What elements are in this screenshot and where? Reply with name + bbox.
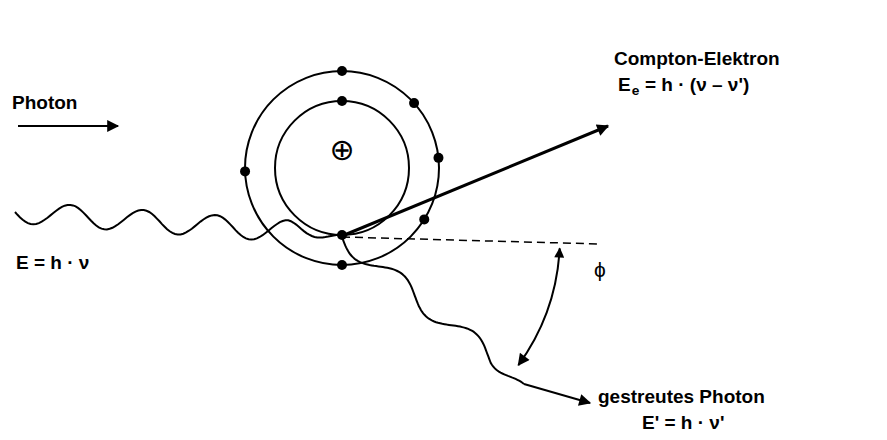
electron-dot bbox=[337, 66, 347, 76]
inner-shell bbox=[275, 101, 409, 235]
photon-energy: E = h · ν bbox=[16, 252, 89, 273]
electron-label-holder: Compton-Elektron bbox=[614, 48, 780, 70]
electron-dot bbox=[433, 153, 443, 163]
scattered-photon-energy-holder: E' = h · ν' bbox=[642, 412, 724, 434]
subscript: e bbox=[632, 83, 640, 98]
electron-energy: E bbox=[618, 74, 631, 95]
electron-dot bbox=[337, 96, 347, 106]
scattered-photon-energy: E' = h · ν' bbox=[642, 412, 724, 433]
electron-dot bbox=[240, 166, 250, 176]
electron-track bbox=[342, 126, 608, 236]
angle-symbol: ϕ bbox=[594, 258, 606, 281]
scattered-photon-arrow bbox=[524, 384, 590, 403]
scattered-photon-label-holder: gestreutes Photon bbox=[598, 386, 765, 408]
photon-energy-holder: E = h · ν bbox=[16, 252, 89, 274]
angle-symbol-holder: ϕ bbox=[594, 258, 606, 282]
electron-dot bbox=[419, 214, 429, 224]
electron-label: Compton-Elektron bbox=[614, 48, 780, 69]
original-direction bbox=[342, 237, 600, 244]
scattered-photon-wave bbox=[342, 237, 524, 384]
electron-dot bbox=[337, 260, 347, 270]
electron-energy-holder: Ee = h · (ν – ν') bbox=[618, 74, 749, 99]
electron-energy: = h · (ν – ν') bbox=[645, 74, 749, 95]
photon-label: Photon bbox=[12, 92, 77, 113]
scattered-photon-label: gestreutes Photon bbox=[598, 386, 765, 407]
nucleus-symbol: ⊕ bbox=[329, 132, 354, 167]
electron-dot bbox=[409, 98, 419, 108]
angle-arc bbox=[518, 248, 559, 365]
nucleus-symbol-holder: ⊕ bbox=[329, 135, 354, 165]
incoming-photon-wave bbox=[15, 205, 342, 240]
photon-label-holder: Photon bbox=[12, 92, 77, 114]
photon-direction-arrow bbox=[18, 125, 118, 127]
